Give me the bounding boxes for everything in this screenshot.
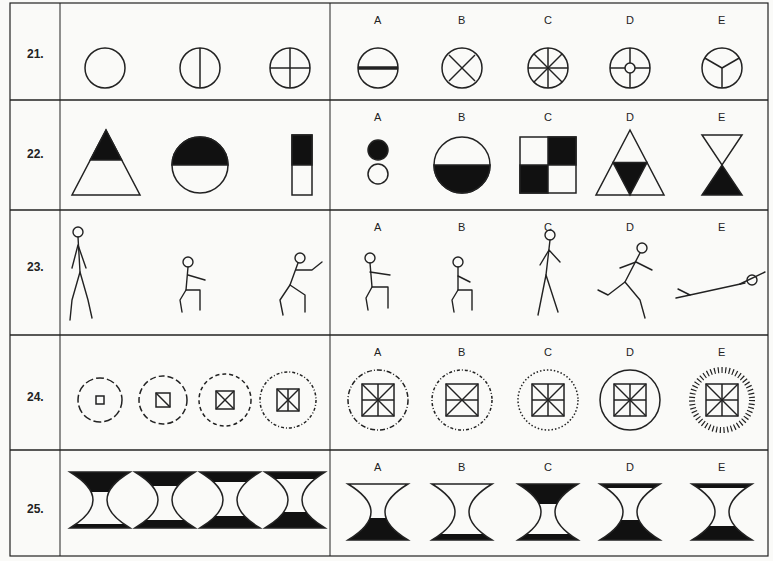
option-letter: B bbox=[458, 461, 465, 473]
option-letter: D bbox=[626, 461, 634, 473]
option-letter: A bbox=[374, 346, 381, 358]
option-letter: B bbox=[458, 221, 465, 233]
option-letter: D bbox=[626, 221, 634, 233]
item-number: 25. bbox=[27, 503, 44, 516]
option-letter: B bbox=[458, 111, 465, 123]
option-letter: B bbox=[458, 14, 465, 26]
option-letter: E bbox=[718, 111, 725, 123]
item-number: 21. bbox=[27, 48, 44, 61]
option-letter: C bbox=[544, 14, 552, 26]
option-letter: D bbox=[626, 346, 634, 358]
option-letter: D bbox=[626, 14, 634, 26]
option-letter: E bbox=[718, 461, 725, 473]
item-number: 23. bbox=[27, 261, 44, 274]
option-letter: C bbox=[544, 346, 552, 358]
item-number: 22. bbox=[27, 148, 44, 161]
option-letter: E bbox=[718, 221, 725, 233]
option-letter: C bbox=[544, 461, 552, 473]
option-letter: E bbox=[718, 346, 725, 358]
option-letter: A bbox=[374, 14, 381, 26]
option-letter: E bbox=[718, 14, 725, 26]
option-letter: A bbox=[374, 221, 381, 233]
option-letter: D bbox=[626, 111, 634, 123]
option-letter: A bbox=[374, 111, 381, 123]
item-number: 24. bbox=[27, 391, 44, 404]
option-letter: C bbox=[544, 221, 552, 233]
option-letter: A bbox=[374, 461, 381, 473]
option-letter: C bbox=[544, 111, 552, 123]
option-letter: B bbox=[458, 346, 465, 358]
